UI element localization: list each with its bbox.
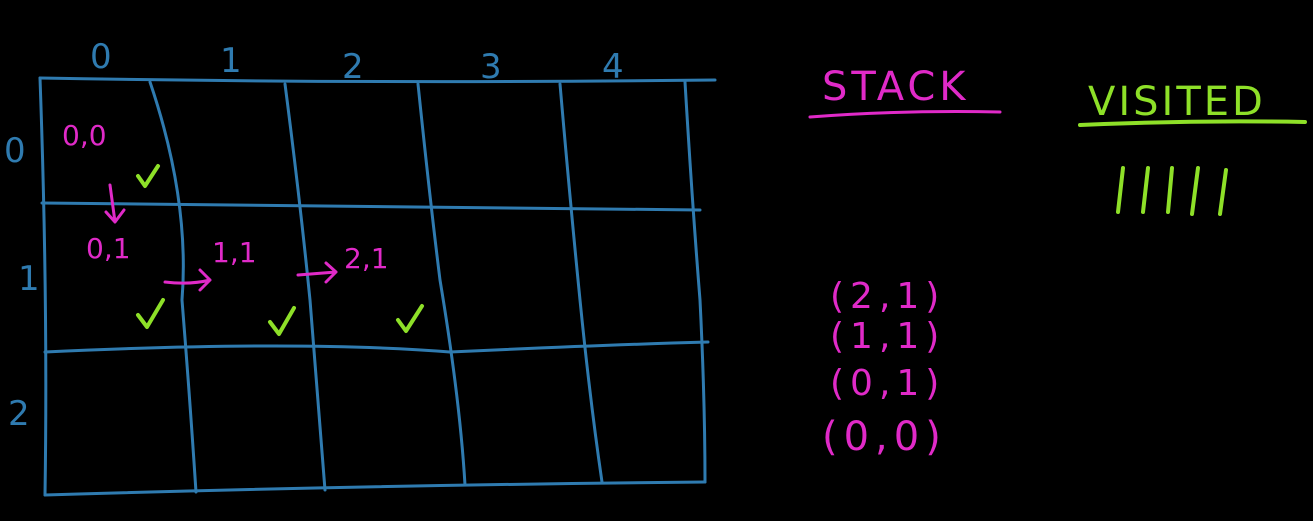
grid-line [283,82,327,492]
stack-item: (1,1) [830,316,945,357]
column-label: 4 [602,47,624,87]
column-label: 3 [480,47,502,87]
tally-mark [1190,166,1200,216]
cell-label: 0,0 [62,119,107,152]
check-icon [268,306,296,336]
visited-tally [1116,166,1228,216]
grid-line [43,340,710,354]
row-label: 0 [4,131,26,171]
stack-item: (2,1) [830,276,945,317]
grid-line [558,82,604,484]
stack-item: (0,0) [822,414,947,460]
column-label: 1 [220,41,242,81]
tally-mark [1218,168,1228,216]
grid-line [40,201,702,212]
stack-title: STACK [822,64,970,110]
arrow-icon [104,183,126,224]
grid-line [43,480,707,497]
grid-line [416,82,467,487]
visited-underline [1078,119,1307,127]
visited-title: VISITED [1088,79,1266,125]
tally-mark [1116,166,1125,214]
check-icon [136,298,165,329]
cell-label: 1,1 [212,236,257,269]
column-label: 2 [342,47,364,87]
tally-mark [1141,166,1150,214]
cell-label: 2,1 [344,242,389,275]
check-icon [136,164,160,188]
grid-line [683,80,707,484]
grid-line [38,76,717,84]
grid-line [148,80,198,494]
arrow-icon [163,268,212,292]
column-label: 0 [90,37,112,77]
stack-underline [808,110,1002,119]
arrow-icon [296,261,338,284]
grid [38,76,717,497]
cell-label: 0,1 [86,232,131,265]
stack-item: (0,1) [830,363,945,404]
row-label: 1 [18,259,40,299]
tally-mark [1166,166,1174,214]
check-icon [396,304,424,333]
grid-line [38,76,48,497]
row-label: 2 [8,394,30,434]
